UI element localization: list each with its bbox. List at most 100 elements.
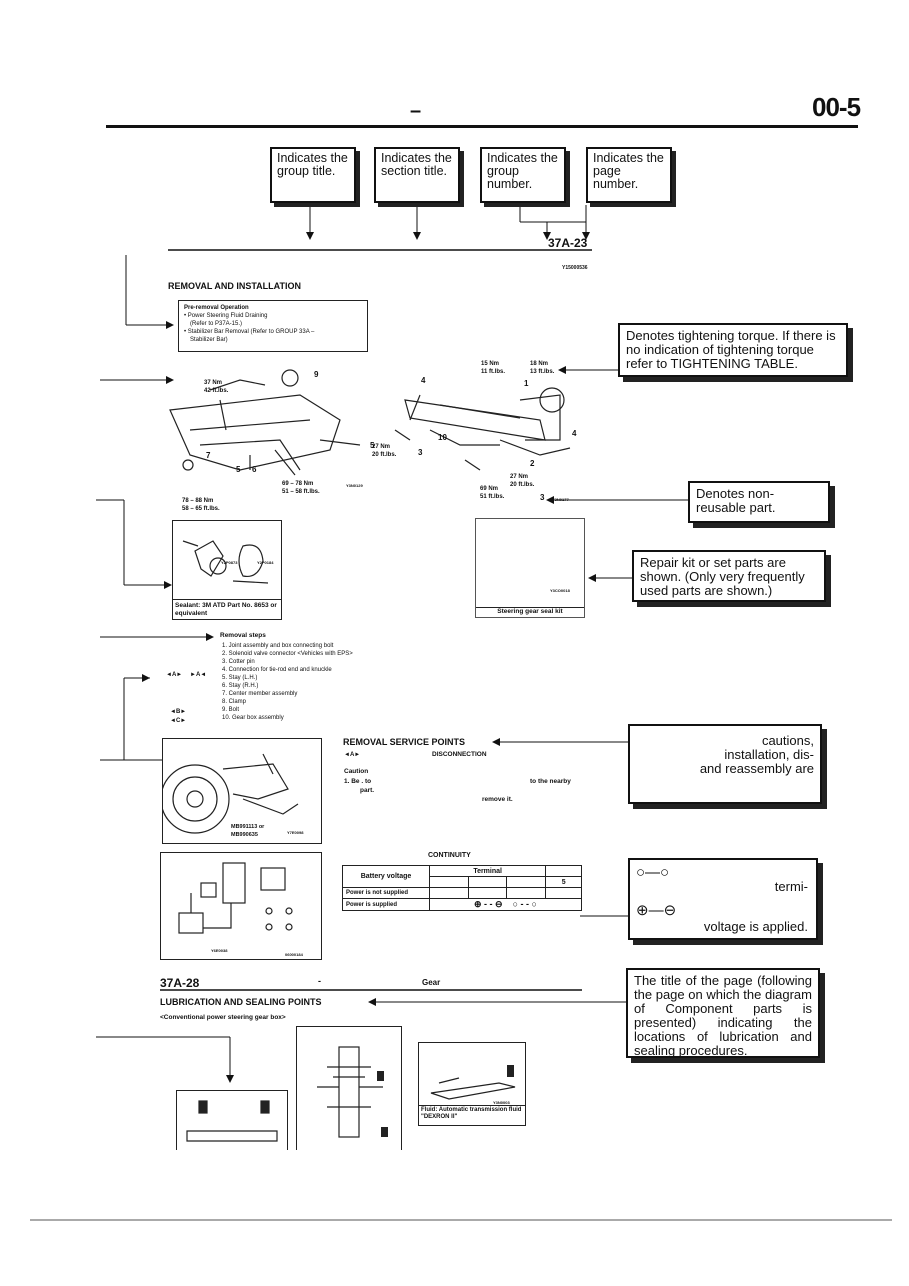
figure-code: Y7E0098 [287, 830, 304, 835]
figure-code: Y3CO0018 [550, 588, 570, 593]
table-cell [506, 876, 547, 888]
svg-text:5: 5 [236, 465, 241, 474]
torque-label-18: 18 Nm 13 ft.lbs. [530, 361, 555, 375]
pre-removal-title: Pre-removal Operation [184, 305, 249, 311]
pre-removal-item: • Power Steering Fluid Draining [184, 313, 268, 319]
wheel-diagram [163, 753, 299, 834]
svg-text:1: 1 [524, 379, 529, 388]
removal-steps-title: Removal steps [220, 632, 266, 639]
section-title: REMOVAL AND INSTALLATION [168, 281, 301, 291]
callout-lubrication: The title of the page (following the pag… [626, 968, 820, 1058]
table-cell [506, 887, 547, 899]
table-cell [429, 887, 469, 899]
sealant-box: Y2P0873 Y2P0184 Sealant: 3M ATD Part No.… [172, 520, 282, 620]
continuity-table: Battery voltage Terminal 5 Power is not … [342, 865, 582, 911]
removal-steps-list: 1. Joint assembly and box connecting bol… [222, 642, 353, 722]
lube-diagram-3-art [430, 1065, 516, 1100]
svg-text:5: 5 [370, 441, 375, 450]
table-row: Power is supplied ⊕ - - ⊖ ○ - - ○ [342, 898, 582, 911]
table-cell [429, 876, 469, 888]
marker-c: ◄C► [170, 718, 187, 724]
figure-code: Y3N0003 [493, 1100, 510, 1105]
service-points-line: to the nearby [530, 778, 571, 785]
marker-a: ◄A► [166, 672, 183, 678]
terminal-2-symbol: ⊕—⊖ [636, 902, 677, 919]
torque-label-78: 78 – 88 Nm 58 – 65 ft.lbs. [182, 498, 220, 512]
tool-label: MB990635 [231, 832, 258, 838]
page2-dash: - [318, 976, 321, 986]
sealant-label: Sealant: 3M ATD Part No. 8653 or equival… [173, 599, 281, 620]
service-points-marker: ◄A► [344, 752, 361, 758]
table-cell [545, 887, 582, 899]
fluid-label: Fluid: Automatic transmission fluid "DEX… [419, 1105, 525, 1122]
page-number: 00-5 [812, 92, 861, 122]
removal-step: 10. Gear box assembly [222, 715, 284, 721]
lube-diagram-3: Y3N0003 Fluid: Automatic transmission fl… [418, 1042, 526, 1126]
table-header: 5 [545, 876, 582, 888]
table-cell [545, 865, 582, 877]
torque-label-69b: 69 Nm 51 ft.lbs. [480, 486, 505, 500]
removal-step: 9. Bolt [222, 707, 240, 713]
svg-text:4: 4 [421, 376, 426, 385]
torque-label-27a: 27 Nm 20 ft.lbs. [372, 444, 397, 458]
table-cell: Power is not supplied [342, 887, 430, 899]
pre-removal-item: (Refer to P37A-15.) [190, 321, 243, 327]
svg-text:2: 2 [530, 459, 535, 468]
figure-code: Y3N0177 [552, 497, 569, 502]
torque-label-27b: 27 Nm 20 ft.lbs. [510, 474, 535, 488]
svg-text:9: 9 [314, 370, 319, 379]
removal-step: 5. Stay (L.H.) [222, 675, 258, 681]
torque-label-69: 69 – 78 Nm 51 – 58 ft.lbs. [282, 481, 320, 495]
table-header: Battery voltage [342, 865, 430, 888]
figure-code: Y2P0184 [257, 560, 274, 565]
svg-text:3: 3 [540, 493, 545, 502]
continuity-title: CONTINUITY [428, 852, 471, 859]
service-points-line: 1. Be . to [344, 778, 372, 785]
torque-label-37: 37 Nm 42 ft.lbs. [204, 380, 229, 394]
lubrication-title: LUBRICATION AND SEALING POINTS [160, 997, 322, 1007]
torque-label-15: 15 Nm 11 ft.lbs. [481, 361, 506, 375]
marker-b: ◄B► [170, 709, 187, 715]
removal-step: 7. Center member assembly [222, 691, 298, 697]
lubrication-sub: <Conventional power steering gear box> [160, 1014, 286, 1021]
removal-step: 3. Cotter pin [222, 659, 255, 665]
svg-text:7: 7 [206, 451, 211, 460]
callout-group-number: Indicates the group number. [480, 147, 566, 203]
lube-diagram-1 [176, 1090, 288, 1150]
pre-removal-item: Stabilizer Bar) [190, 337, 228, 343]
table-header: Terminal [428, 865, 547, 877]
tool-label: MB991113 or [231, 824, 265, 830]
figure-code: Y6E0038 [211, 948, 228, 953]
service-points-sub: DISCONNECTION [432, 751, 487, 758]
svg-text:4: 4 [572, 429, 577, 438]
removal-step: 1. Joint assembly and box connecting bol… [222, 643, 334, 649]
header-rule [106, 125, 858, 128]
service-points-line: part. [360, 787, 375, 794]
lube-diagram-2-art [317, 1046, 388, 1138]
service-points-caution: Caution [344, 768, 369, 775]
callout-non-reusable: Denotes non-reusable part. [688, 481, 830, 523]
seal-kit-label: Steering gear seal kit [476, 607, 584, 616]
pre-removal-box: Pre-removal Operation • Power Steering F… [178, 300, 368, 352]
pre-removal-item: • Stabilizer Bar Removal (Refer to GROUP… [184, 329, 315, 335]
callout-terminals: ○—○ termi- ⊕—⊖ voltage is applied. [628, 858, 818, 940]
sealant-diagram [182, 540, 269, 584]
sample-figure-code: Y15000536 [562, 265, 588, 271]
table-cell [467, 876, 508, 888]
removal-step: 6. Stay (R.H.) [222, 683, 259, 689]
callout-page-number: Indicates the page number. [586, 147, 672, 203]
svg-text:10: 10 [438, 433, 447, 442]
terminal-1-symbol: ○—○ [636, 864, 670, 881]
table-row: Power is not supplied [342, 887, 582, 899]
sample-page-number: 37A-23 [548, 236, 588, 250]
seal-kit-box: Y3CO0018 Steering gear seal kit [475, 518, 585, 618]
callout-tightening-torque: Denotes tightening torque. If there is n… [618, 323, 848, 377]
figure-code: 06000184 [285, 952, 303, 957]
page2-number: 37A-28 [160, 976, 200, 990]
removal-step: 2. Solenoid valve connector <Vehicles wi… [222, 651, 353, 657]
callout-section-title: Indicates the section title. [374, 147, 460, 203]
removal-step: 8. Clamp [222, 699, 247, 705]
figure-code: Y2P0873 [221, 560, 238, 565]
header-dash: – [410, 100, 422, 122]
